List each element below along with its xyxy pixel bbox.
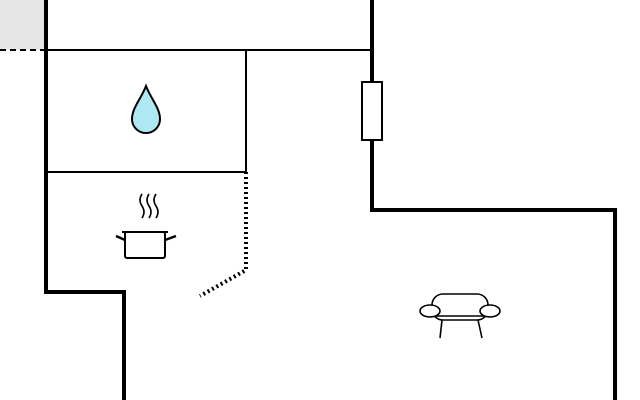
sofa-icon <box>419 293 501 339</box>
door-icon <box>361 81 383 141</box>
exterior-patch <box>0 0 47 51</box>
kitchen-partition-dashed <box>199 172 248 298</box>
outer-wall-left <box>44 0 126 400</box>
water-drop-icon <box>130 83 162 134</box>
cooking-pot-icon <box>115 193 177 259</box>
outer-wall-right <box>370 0 617 400</box>
